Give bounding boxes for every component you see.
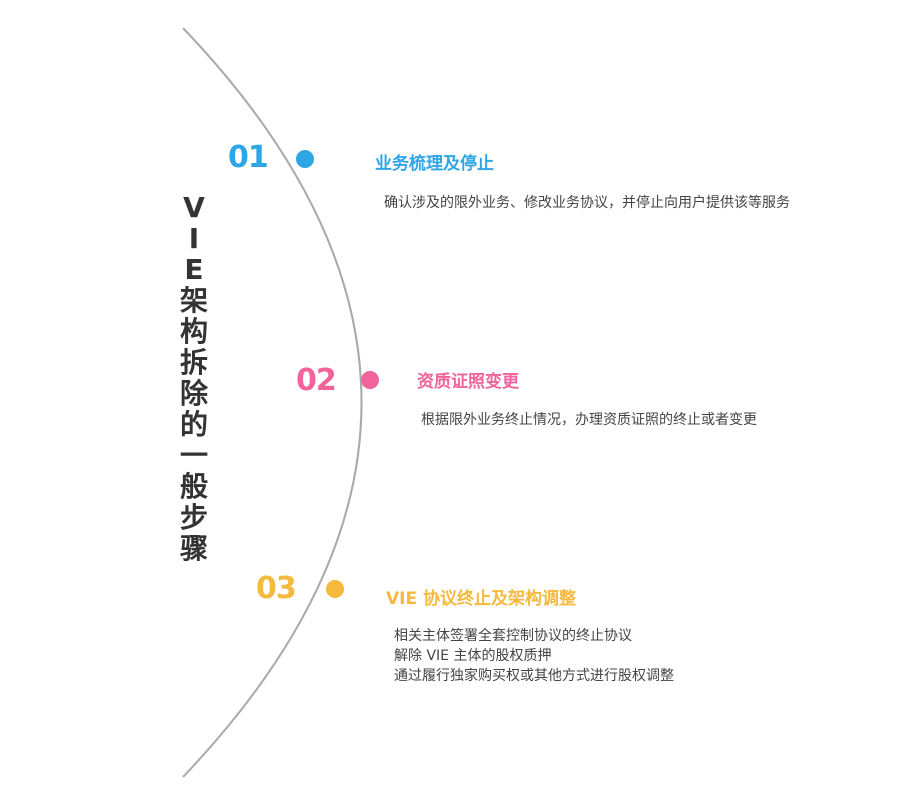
- step-1-heading: 业务梳理及停止: [375, 154, 494, 174]
- title-char: I: [188, 222, 200, 255]
- title-char: 除: [179, 377, 208, 410]
- step-3-number: 03: [256, 571, 297, 606]
- step-1-description: 确认涉及的限外业务、修改业务协议，并停止向用户提供该等服务: [384, 193, 790, 213]
- step-2-line: 根据限外业务终止情况，办理资质证照的终止或者变更: [421, 412, 757, 428]
- step-2-number: 02: [296, 363, 337, 398]
- step-1-line: 确认涉及的限外业务、修改业务协议，并停止向用户提供该等服务: [384, 195, 790, 211]
- step-3-line: 相关主体签署全套控制协议的终止协议: [394, 628, 632, 644]
- title-char: 架: [179, 284, 208, 317]
- step-1-dot: [296, 150, 314, 168]
- title-char: 一: [179, 439, 208, 472]
- title-char: 骤: [179, 532, 208, 565]
- step-3-dot: [326, 580, 344, 598]
- title-char: V: [183, 191, 205, 224]
- step-3-line: 通过履行独家购买权或其他方式进行股权调整: [394, 668, 674, 684]
- vertical-title: V I E 架 构 拆 除 的 一 般 步 骤: [174, 192, 214, 564]
- step-2-description: 根据限外业务终止情况，办理资质证照的终止或者变更: [421, 410, 757, 430]
- title-char: 构: [179, 315, 208, 348]
- step-1-number: 01: [228, 140, 269, 175]
- step-2-dot: [361, 371, 379, 389]
- step-2-heading: 资质证照变更: [417, 372, 519, 392]
- title-char: 步: [179, 501, 208, 534]
- title-char: 般: [179, 470, 208, 503]
- timeline-arc-curve: [182, 27, 363, 778]
- step-3-description: 相关主体签署全套控制协议的终止协议 解除 VIE 主体的股权质押 通过履行独家购…: [394, 626, 674, 686]
- step-3-line: 解除 VIE 主体的股权质押: [394, 648, 552, 664]
- title-char: E: [184, 253, 204, 286]
- title-char: 的: [179, 408, 208, 441]
- title-char: 拆: [179, 346, 208, 379]
- step-3-heading: VIE 协议终止及架构调整: [386, 589, 577, 609]
